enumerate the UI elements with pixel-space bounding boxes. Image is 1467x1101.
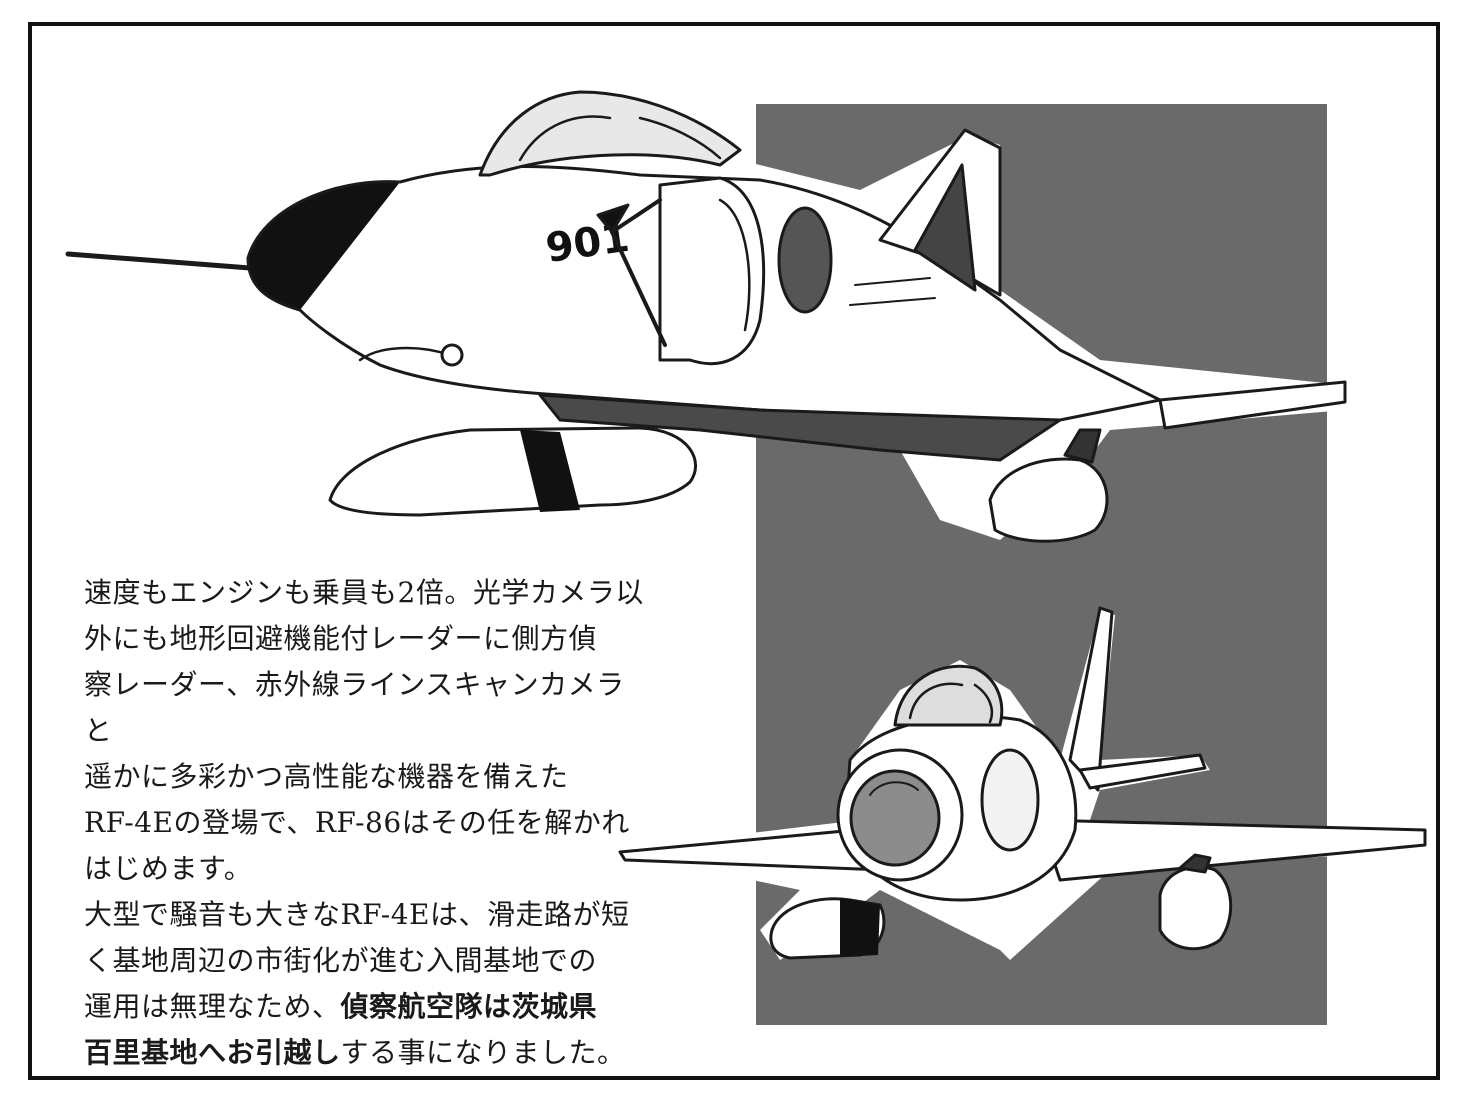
caption-paragraph-2-start: 大型で騒音も大きなRF-4Eは、滑走路が短 く基地周辺の市街化が進む入間基地での… — [84, 898, 630, 1023]
caption-paragraph-2-emphasis-end: し — [312, 1036, 341, 1069]
caption-paragraph-2-emphasis: 偵察航空隊は茨城県 百里基地へお引越 — [84, 990, 598, 1069]
gray-background-block — [756, 104, 1327, 1025]
caption-text-block: 速度もエンジンも乗員も2倍。光学カメラ以 外にも地形回避機能付レーダーに側方偵 … — [84, 570, 644, 1076]
caption-paragraph-2: 大型で騒音も大きなRF-4Eは、滑走路が短 く基地周辺の市街化が進む入間基地での… — [84, 892, 644, 1076]
caption-paragraph-1: 速度もエンジンも乗員も2倍。光学カメラ以 外にも地形回避機能付レーダーに側方偵 … — [84, 576, 644, 885]
caption-paragraph-2-end: する事になりました。 — [340, 1036, 626, 1069]
